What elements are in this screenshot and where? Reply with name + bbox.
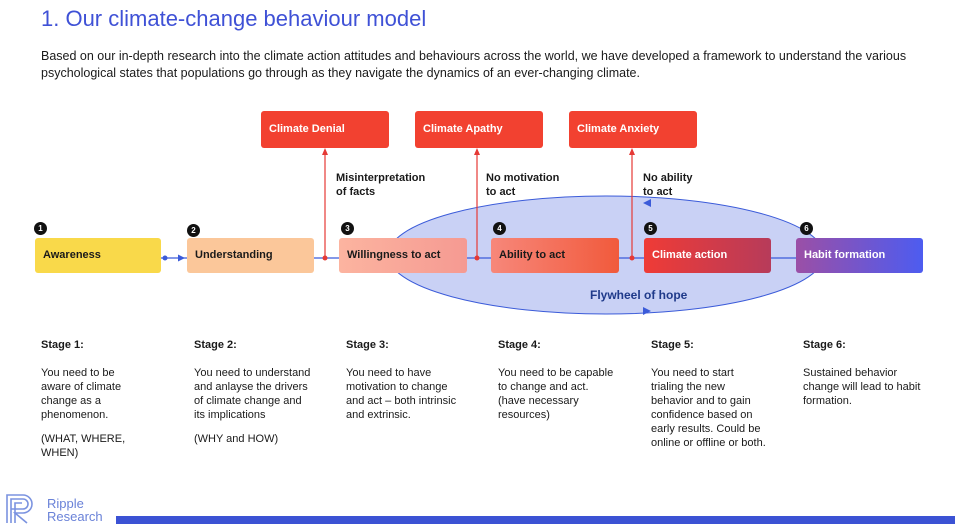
flywheel-arrow-bottom (643, 307, 651, 315)
ripple-research-logo-icon (6, 494, 33, 524)
stage-description-6: Stage 6: Sustained behavior change will … (803, 339, 921, 407)
stage-number-badge: 1 (34, 222, 47, 235)
stage-awareness: Awareness (35, 238, 161, 273)
stage-connector-arrow (178, 254, 185, 262)
stage-description-5: Stage 5: You need to start trialing the … (651, 339, 766, 449)
outcome-connectors (322, 148, 635, 261)
intro-text: Based on our in-depth research into the … (41, 49, 907, 80)
footer-bar (116, 516, 955, 524)
stage-number-badge: 2 (187, 224, 200, 237)
flywheel-arrow-top (643, 199, 651, 207)
stage-number-badge: 4 (493, 222, 506, 235)
flywheel-label: Flywheel of hope (590, 288, 688, 302)
stage-habit-formation: Habit formation (796, 238, 923, 273)
outcome-climate-apathy: Climate Apathy (415, 111, 543, 148)
outcome-climate-denial: Climate Denial (261, 111, 389, 148)
stage-number-badge: 3 (341, 222, 354, 235)
stage-number-badge: 6 (800, 222, 813, 235)
stage-description-3: Stage 3: You need to have motivation to … (346, 339, 457, 421)
stage-ability-to-act: Ability to act (491, 238, 619, 273)
outcome-climate-anxiety: Climate Anxiety (569, 111, 697, 148)
stage-description-4: Stage 4: You need to be capable to chang… (498, 339, 614, 421)
stage-number-badge: 5 (644, 222, 657, 235)
stage-description-1: Stage 1: You need to be aware of climate… (41, 339, 126, 459)
stage-willingness-to-act: Willingness to act (339, 238, 467, 273)
logo-wordmark: Ripple Research (47, 496, 103, 524)
stage-understanding: Understanding (187, 238, 314, 273)
stage-description-2: Stage 2: You need to understand and anla… (194, 339, 311, 445)
page-title: 1. Our climate-change behaviour model (41, 6, 427, 31)
stage-climate-action: Climate action (644, 238, 771, 273)
stage-connector-dot (162, 255, 168, 261)
